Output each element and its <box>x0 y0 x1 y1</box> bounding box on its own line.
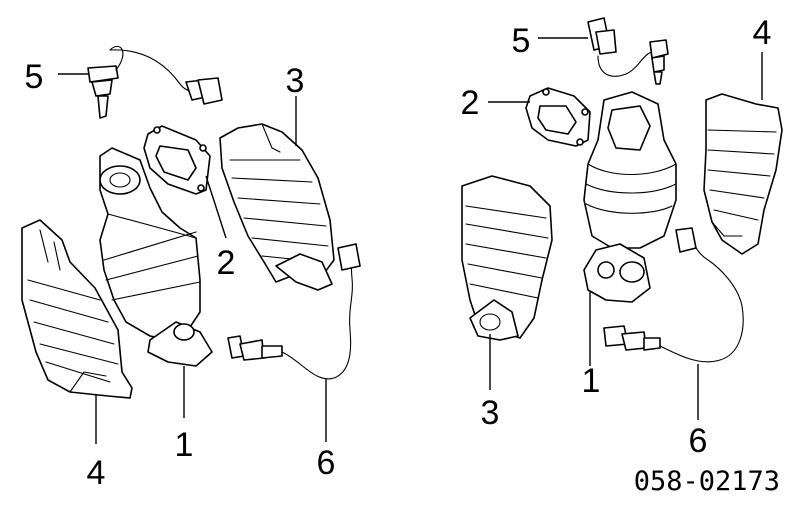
right-heat-shield-3 <box>461 175 553 341</box>
right-callout-1: 1 <box>582 362 601 400</box>
right-callout-3: 3 <box>481 394 500 432</box>
right-callout-6: 6 <box>689 422 708 460</box>
right-o2-sensor-5 <box>587 17 669 85</box>
left-o2-sensor-6 <box>227 243 361 380</box>
left-callout-1: 1 <box>175 426 194 464</box>
left-heat-shield-3 <box>219 123 335 291</box>
right-catalytic-converter-1 <box>583 91 677 303</box>
right-gasket-2 <box>525 87 591 147</box>
left-callout-4: 4 <box>87 454 106 492</box>
right-heat-shield-4 <box>703 93 783 255</box>
right-callout-2: 2 <box>461 84 480 122</box>
right-callout-4: 4 <box>753 14 772 52</box>
left-heat-shield-4 <box>21 219 133 399</box>
right-callout-5: 5 <box>512 22 531 60</box>
left-callout-6: 6 <box>317 444 336 482</box>
left-catalytic-converter-1 <box>99 147 213 367</box>
left-callout-5: 5 <box>25 58 44 96</box>
left-gasket-2 <box>143 125 211 195</box>
left-o2-sensor-5 <box>87 45 223 119</box>
diagram-part-code: 058-02173 <box>634 466 780 497</box>
left-leader-lines <box>58 73 327 444</box>
left-callout-2: 2 <box>217 244 236 282</box>
left-callout-3: 3 <box>286 62 305 100</box>
right-leader-lines <box>488 37 763 420</box>
right-o2-sensor-6 <box>603 227 744 363</box>
